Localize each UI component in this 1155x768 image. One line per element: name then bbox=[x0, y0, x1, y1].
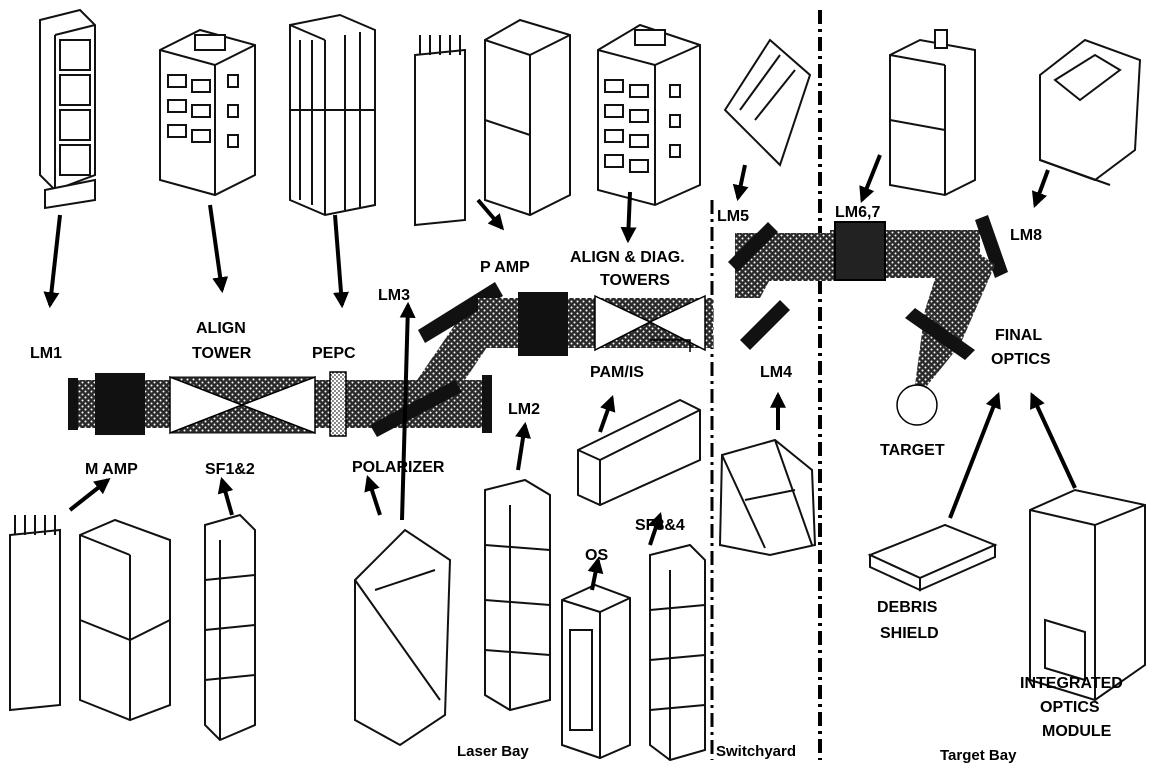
lm4-mount-drawing bbox=[720, 440, 815, 555]
label-target: TARGET bbox=[880, 442, 945, 459]
label-p-amp: P AMP bbox=[480, 259, 530, 276]
p-amp-block bbox=[518, 292, 568, 356]
sf3-4-frame-drawing bbox=[650, 545, 705, 760]
label-pam-is: PAM/IS bbox=[590, 364, 644, 381]
label-pepc: PEPC bbox=[312, 345, 356, 362]
label-align-tower-line1: ALIGN bbox=[196, 320, 246, 337]
label-lm8: LM8 bbox=[1010, 227, 1042, 244]
lm5-mount-drawing bbox=[725, 40, 810, 165]
label-lm5: LM5 bbox=[717, 208, 749, 225]
label-iom-line2: OPTICS bbox=[1040, 699, 1100, 716]
pepc-cell bbox=[330, 372, 346, 436]
label-debris-line2: SHIELD bbox=[880, 625, 939, 642]
lm2-tower-drawing bbox=[485, 480, 550, 710]
align-diag-towers-drawing bbox=[598, 25, 700, 205]
label-laser-bay: Laser Bay bbox=[457, 743, 529, 760]
lm6-7-mount-drawing bbox=[890, 30, 975, 195]
m-amp-drawing bbox=[10, 515, 170, 720]
label-lm6-7: LM6,7 bbox=[835, 204, 880, 221]
p-amp-amplifier-drawing bbox=[415, 35, 465, 225]
m-amp-block bbox=[95, 373, 145, 435]
label-final-optics-line2: OPTICS bbox=[991, 351, 1051, 368]
lm2-mirror bbox=[482, 375, 492, 433]
label-iom-line1: INTEGRATED bbox=[1020, 675, 1123, 692]
lm8-mount-drawing bbox=[1040, 40, 1140, 185]
pepc-drawing bbox=[290, 15, 375, 215]
label-sf1-2: SF1&2 bbox=[205, 461, 255, 478]
label-debris-line1: DEBRIS bbox=[877, 599, 938, 616]
label-final-optics-line1: FINAL bbox=[995, 327, 1042, 344]
debris-shield-drawing bbox=[870, 525, 995, 590]
target-sphere bbox=[897, 385, 937, 425]
label-os: OS bbox=[585, 547, 608, 564]
label-iom-line3: MODULE bbox=[1042, 723, 1112, 740]
beam-end-left bbox=[68, 378, 78, 430]
label-lm2: LM2 bbox=[508, 401, 540, 418]
label-align-tower-line2: TOWER bbox=[192, 345, 252, 362]
lm1-tower-drawing bbox=[40, 10, 95, 208]
os-cabinet-drawing bbox=[562, 585, 630, 758]
align-tower-drawing bbox=[160, 30, 255, 195]
label-sf3-4: SF3&4 bbox=[635, 517, 685, 534]
label-align-diag-line2: TOWERS bbox=[600, 272, 670, 289]
label-polarizer: POLARIZER bbox=[352, 459, 445, 476]
label-switchyard: Switchyard bbox=[716, 743, 796, 760]
label-lm4: LM4 bbox=[760, 364, 792, 381]
sf1-2-frame-drawing bbox=[205, 515, 255, 740]
label-align-diag-line1: ALIGN & DIAG. bbox=[570, 249, 685, 266]
label-lm1: LM1 bbox=[30, 345, 62, 362]
label-lm3: LM3 bbox=[378, 287, 410, 304]
lm4-mirror bbox=[740, 300, 790, 350]
label-m-amp: M AMP bbox=[85, 461, 138, 478]
p-amp-frame-drawing bbox=[485, 20, 570, 215]
lm6-7-block bbox=[835, 222, 885, 280]
pam-is-box-drawing bbox=[578, 400, 700, 505]
polarizer-frame-drawing bbox=[355, 530, 450, 745]
integrated-optics-module-drawing bbox=[1030, 490, 1145, 700]
label-target-bay: Target Bay bbox=[940, 747, 1017, 764]
